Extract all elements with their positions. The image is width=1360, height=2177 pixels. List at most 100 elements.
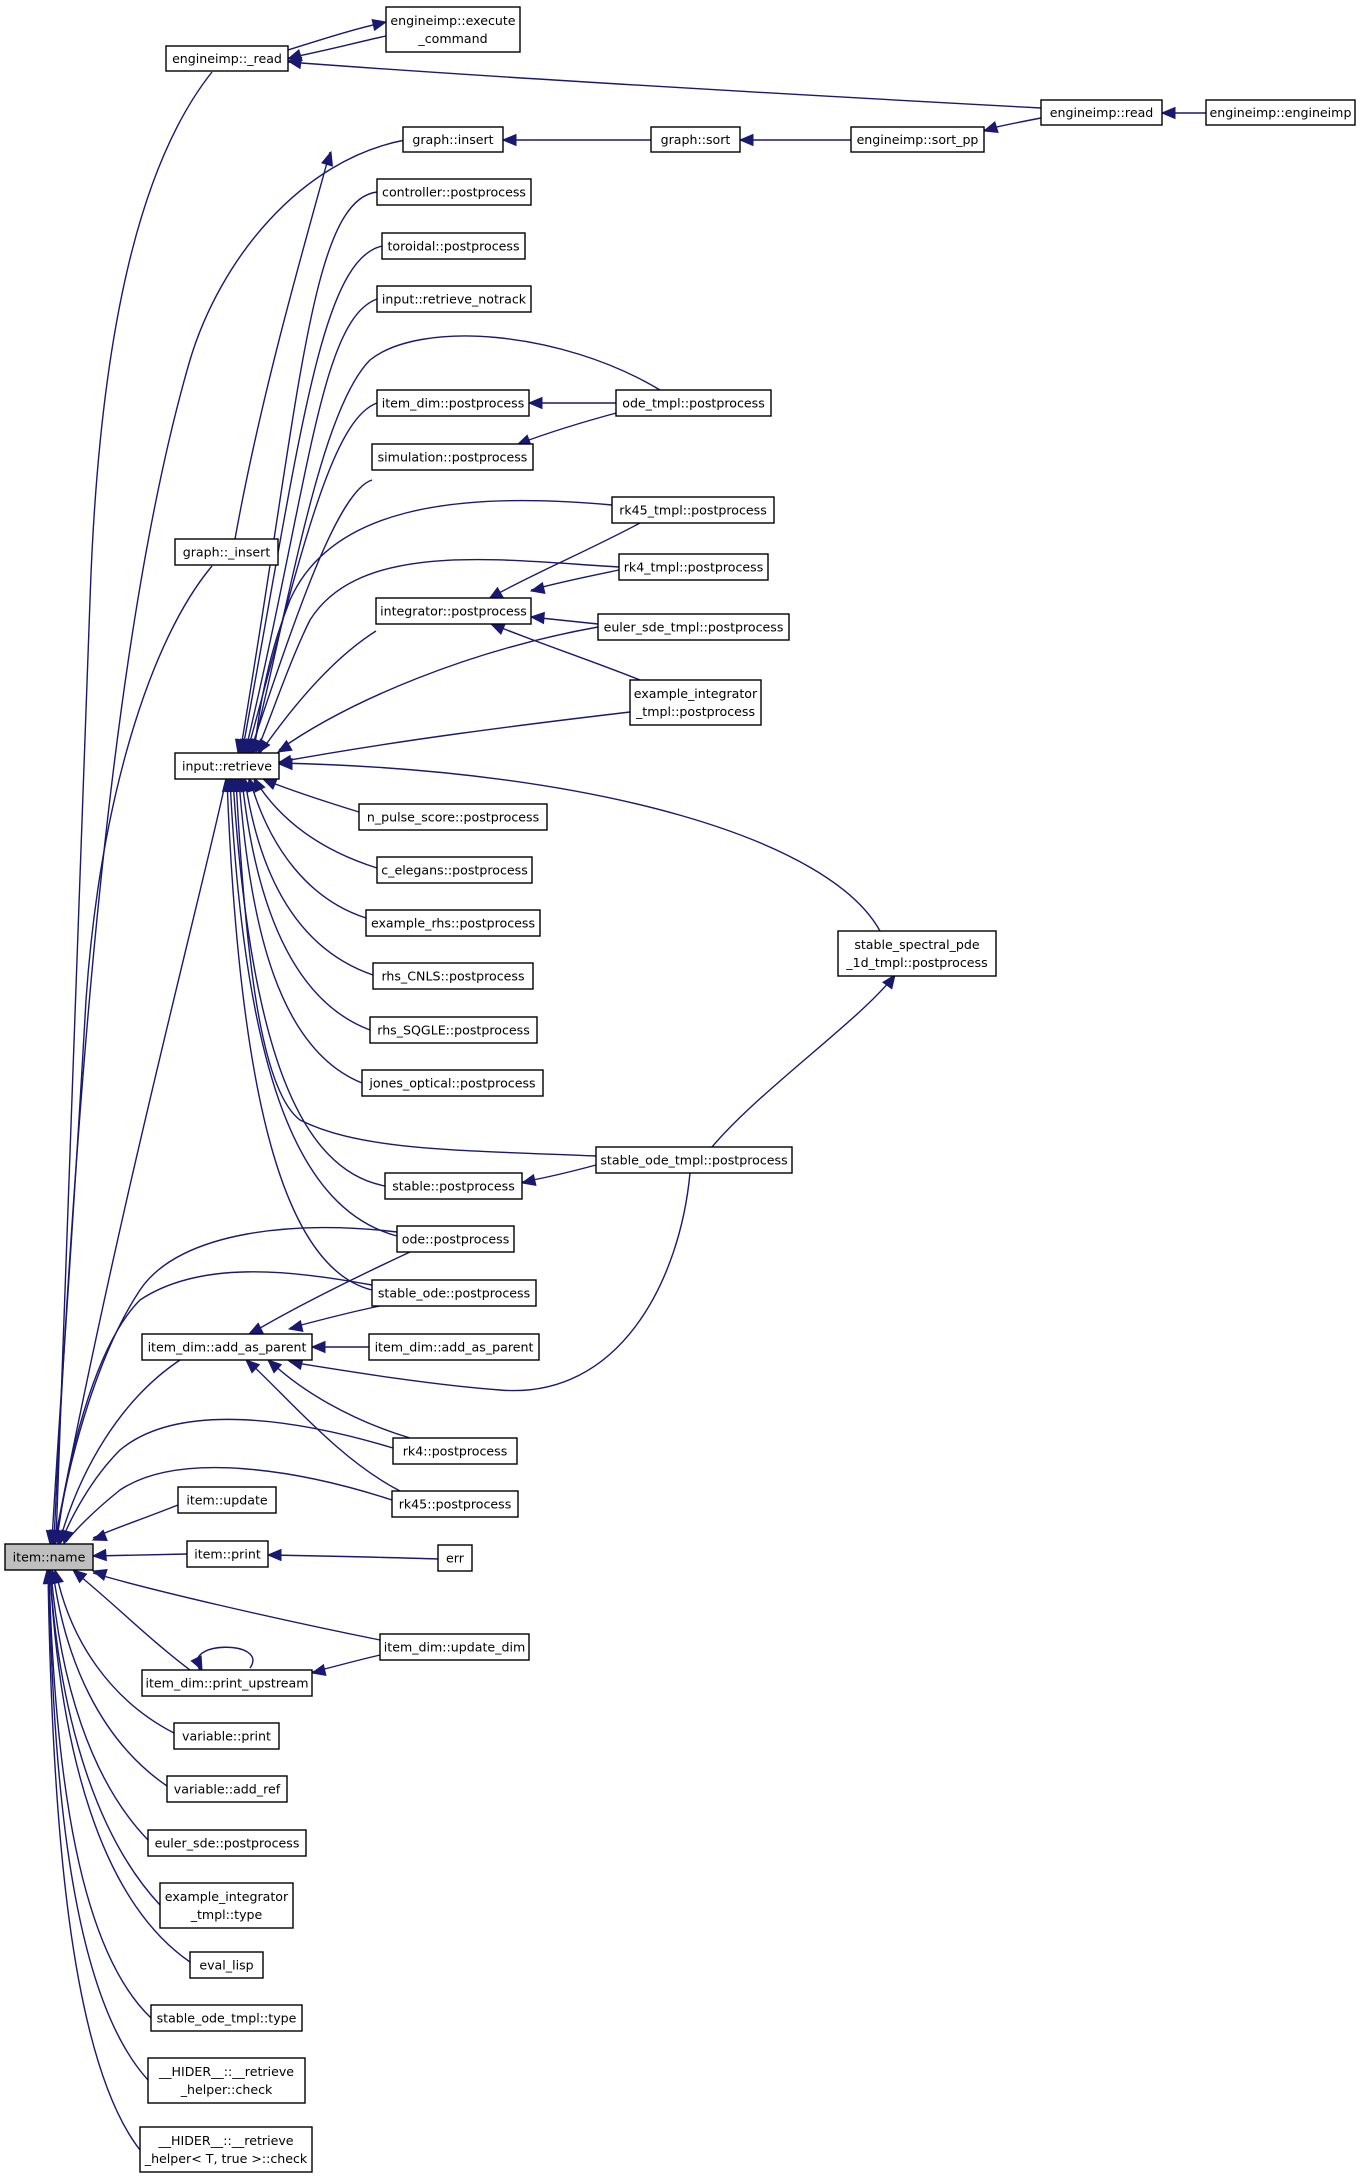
edge-arrowhead	[738, 133, 754, 147]
edge-line	[52, 1571, 168, 1787]
node-stable-ode-pp[interactable]: stable_ode::postprocess	[371, 1279, 537, 1307]
node-integrator-pp[interactable]: integrator::postprocess	[375, 597, 532, 625]
call-edge-stable_ode_pp-to-item_dim_add_as_parent	[287, 1305, 381, 1333]
call-edge-hider_check-to-item_name	[43, 1568, 149, 2081]
node-box	[361, 1069, 544, 1097]
call-edge-item_dim_pp-to-input_retrieve	[242, 402, 378, 755]
node-graph-sort[interactable]: graph::sort	[650, 126, 741, 153]
node-item-print[interactable]: item::print	[186, 1540, 269, 1568]
edge-line	[196, 1646, 254, 1671]
node-label: variable::add_ref	[174, 1782, 281, 1797]
edge-line	[278, 711, 631, 763]
node-err[interactable]: err	[437, 1544, 473, 1572]
node-c-elegans-pp[interactable]: c_elegans::postprocess	[376, 856, 533, 884]
call-edge-rhs_cnls_pp-to-input_retrieve	[240, 776, 374, 976]
node-graph-insert[interactable]: graph::insert	[402, 126, 504, 153]
node-stable-ode-tmpl-type[interactable]: stable_ode_tmpl::type	[150, 2004, 303, 2032]
node-example-integrator-tmpl-type[interactable]: example_integrator_tmpl::type	[159, 1882, 294, 1929]
node-box	[368, 1333, 540, 1361]
node-box	[141, 1333, 313, 1361]
node-rhs-sqgle-pp[interactable]: rhs_SQGLE::postprocess	[369, 1016, 538, 1044]
node-engineimp-execute[interactable]: engineimp::execute_command	[385, 6, 521, 53]
node-simulation-pp[interactable]: simulation::postprocess	[371, 443, 534, 471]
node-rk45-pp[interactable]: rk45::postprocess	[391, 1490, 519, 1518]
edge-line	[48, 1571, 149, 2081]
node-engineimp-sort-pp[interactable]: engineimp::sort_pp	[850, 126, 985, 153]
node-example-integrator-tmpl-pp[interactable]: example_integrator_tmpl::postprocess	[629, 679, 762, 726]
node-box	[376, 285, 532, 313]
node-hider-check-t[interactable]: __HIDER__::__retrieve_helper< T, true >:…	[139, 2126, 313, 2173]
node-graph-insert-[interactable]: graph::_insert	[174, 538, 279, 566]
node-item-dim-update-dim[interactable]: item_dim::update_dim	[379, 1633, 530, 1661]
node-rk4-tmpl-pp[interactable]: rk4_tmpl::postprocess	[618, 553, 769, 581]
node-variable-add-ref[interactable]: variable::add_ref	[166, 1775, 288, 1803]
node-euler-sde-tmpl-pp[interactable]: euler_sde_tmpl::postprocess	[597, 613, 790, 641]
node-variable-print[interactable]: variable::print	[173, 1722, 280, 1750]
node-item-name[interactable]: item::name	[4, 1543, 94, 1571]
node-label: c_elegans::postprocess	[381, 863, 528, 878]
node-toroidal-pp[interactable]: toroidal::postprocess	[381, 232, 526, 260]
node-rk4-pp[interactable]: rk4::postprocess	[392, 1437, 518, 1465]
node-label: engineimp::_read	[172, 51, 282, 66]
node-stable-spectral-pp[interactable]: stable_spectral_pde_1d_tmpl::postprocess	[837, 930, 997, 977]
node-label: variable::print	[182, 1729, 271, 1744]
edge-line	[74, 1571, 191, 1671]
node-ode-tmpl-pp[interactable]: ode_tmpl::postprocess	[615, 389, 772, 417]
call-edge-engineimp_read-to-engineimp_read_	[286, 56, 1042, 109]
call-edge-item_dim_update_dim-to-item_dim_print_upstream	[310, 1654, 381, 1677]
edge-line	[249, 1251, 411, 1335]
call-edge-item_update-to-item_name	[91, 1504, 179, 1541]
call-edge-input_retrieve_notrack-to-input_retrieve	[239, 298, 378, 755]
edge-line	[238, 779, 363, 1084]
call-edge-graph_sort-to-graph_insert	[501, 133, 651, 147]
node-box	[365, 909, 541, 937]
node-item-dim-pp[interactable]: item_dim::postprocess	[376, 389, 530, 417]
node-input-retrieve-notrack[interactable]: input::retrieve_notrack	[376, 285, 532, 313]
edge-arrowhead	[882, 973, 896, 990]
node-label: stable_ode_tmpl::postprocess	[600, 1153, 787, 1168]
call-edge-stable_ode_tmpl_pp-to-stable_spectral_pp	[711, 973, 896, 1148]
call-edge-item_dim_print_upstream-to-item_dim_print_upstream	[190, 1646, 254, 1672]
node-input-retrieve[interactable]: input::retrieve	[174, 752, 280, 780]
node-label: graph::insert	[412, 132, 493, 147]
node-box	[402, 126, 504, 153]
node-ode-pp[interactable]: ode::postprocess	[396, 1225, 515, 1253]
edge-arrowhead	[501, 133, 517, 147]
node-label: graph::_insert	[183, 545, 271, 560]
node-hider-check[interactable]: __HIDER__::__retrieve_helper::check	[147, 2057, 306, 2104]
node-engineimp-read[interactable]: engineimp::read	[1040, 99, 1163, 126]
node-box	[4, 1543, 94, 1571]
node-jones-optical-pp[interactable]: jones_optical::postprocess	[361, 1069, 544, 1097]
node-item-dim-print-upstream[interactable]: item_dim::print_upstream	[141, 1669, 313, 1697]
edge-arrowhead	[91, 1529, 108, 1541]
node-n-pulse-score-pp[interactable]: n_pulse_score::postprocess	[358, 803, 548, 831]
edge-line	[254, 779, 378, 869]
node-controller-pp[interactable]: controller::postprocess	[376, 178, 532, 206]
edge-arrowhead	[527, 396, 543, 410]
node-eval-lisp[interactable]: eval_lisp	[189, 1951, 264, 1979]
call-edge-engineimp_read_-to-item_name	[49, 71, 213, 1546]
node-engineimp-engineimp[interactable]: engineimp::engineimp	[1205, 99, 1356, 126]
node-label: jones_optical::postprocess	[368, 1076, 535, 1091]
node-euler-sde-pp[interactable]: euler_sde::postprocess	[147, 1829, 307, 1857]
node-example-rhs-pp[interactable]: example_rhs::postprocess	[365, 909, 541, 937]
edge-line	[92, 1553, 188, 1557]
node-label: ode::postprocess	[402, 1232, 510, 1247]
node-label: input::retrieve_notrack	[382, 292, 527, 307]
edge-line	[92, 1504, 179, 1539]
edge-line	[54, 779, 227, 1541]
node-item-update[interactable]: item::update	[177, 1486, 277, 1514]
node-item-dim-add-as-parent[interactable]: item_dim::add_as_parent	[141, 1333, 313, 1361]
node-engineimp-read-[interactable]: engineimp::_read	[165, 45, 289, 72]
call-edge-engineimp_read_-to-engineimp_execute	[287, 18, 388, 51]
node-item-dim-add-as-parent2[interactable]: item_dim::add_as_parent	[368, 1333, 540, 1361]
edge-line	[56, 1271, 373, 1541]
node-rk45-tmpl-pp[interactable]: rk45_tmpl::postprocess	[611, 496, 775, 524]
call-edge-integrator_pp-to-input_retrieve	[257, 630, 377, 755]
node-stable-ode-tmpl-pp[interactable]: stable_ode_tmpl::postprocess	[595, 1146, 793, 1174]
node-stable-pp[interactable]: stable::postprocess	[384, 1172, 523, 1200]
edge-line	[65, 1466, 393, 1543]
call-edge-rk45_pp-to-item_name	[61, 1466, 393, 1546]
node-rhs-cnls-pp[interactable]: rhs_CNLS::postprocess	[372, 962, 534, 990]
node-box	[139, 2126, 313, 2173]
